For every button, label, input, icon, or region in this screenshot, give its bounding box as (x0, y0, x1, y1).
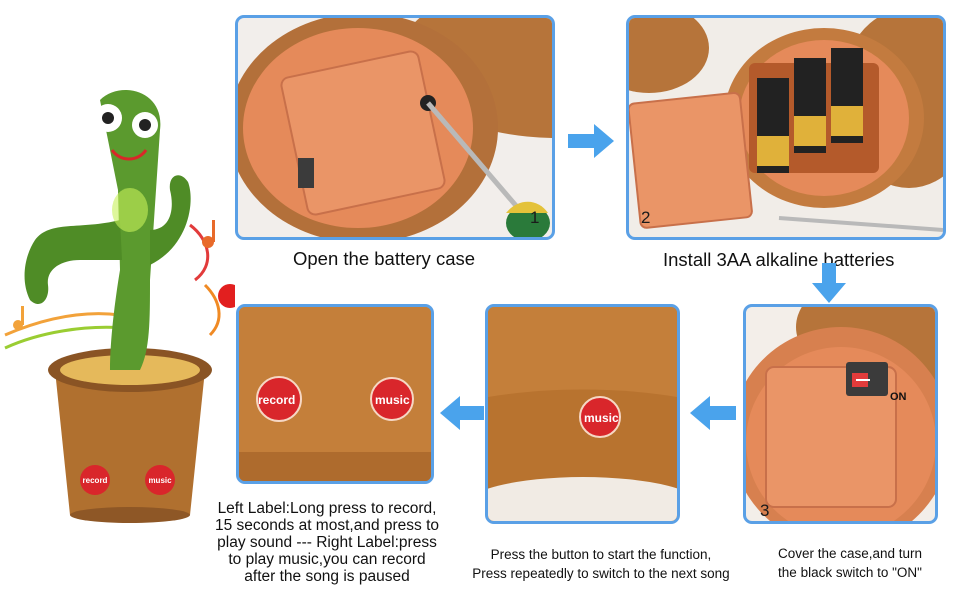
switch-on-label: ON (890, 391, 907, 403)
music-button-label-2: music (375, 393, 410, 407)
record-music-panel: record music (236, 304, 434, 484)
music-notes-decoration (4, 223, 221, 350)
labels-caption-line1: Left Label:Long press to record, (217, 500, 437, 517)
step3-panel: ON 3 (743, 304, 938, 524)
battery-icon (757, 48, 863, 173)
step2-caption: Install 3AA alkaline batteries (663, 249, 895, 270)
step1-panel: 1 (235, 15, 555, 240)
function-caption: Press the button to start the function, … (456, 545, 746, 583)
step2-panel: 2 (626, 15, 946, 240)
step3-caption: Cover the case,and turn the black switch… (760, 544, 940, 582)
arrow-down-icon (812, 263, 846, 308)
step3-caption-line2: the black switch to "ON" (778, 565, 922, 580)
arrow-right-icon (568, 124, 614, 163)
step1-caption: Open the battery case (293, 248, 476, 269)
cactus-toy-illustration: record music (0, 70, 242, 530)
labels-caption-line4: to play music,you can record (228, 551, 426, 568)
step3-number: 3 (760, 501, 770, 520)
labels-caption-line5: after the song is paused (244, 568, 410, 585)
function-caption-line2: Press repeatedly to switch to the next s… (472, 566, 730, 581)
pot-record-badge: record (83, 476, 108, 485)
music-button-image (488, 307, 677, 521)
music-button-panel: music (485, 304, 680, 524)
step2-image (629, 18, 943, 232)
music-button-label: music (584, 411, 619, 425)
step1-number: 1 (530, 208, 540, 227)
pot-music-badge: music (148, 476, 172, 485)
arrow-left-icon-2 (440, 396, 484, 435)
labels-caption-line3: play sound --- Right Label:press (217, 534, 437, 551)
step3-caption-line1: Cover the case,and turn (777, 546, 923, 561)
step1-image (238, 18, 552, 237)
record-button-label: record (258, 393, 296, 407)
step2-number: 2 (641, 208, 651, 227)
function-caption-line1: Press the button to start the function, (490, 547, 712, 562)
labels-caption: Left Label:Long press to record, 15 seco… (197, 500, 457, 585)
labels-caption-line2: 15 seconds at most,and press to (214, 517, 440, 534)
record-music-image (239, 307, 431, 481)
step3-image (746, 307, 935, 521)
cactus-illustration: record music (4, 90, 242, 523)
arrow-left-icon (690, 396, 736, 435)
